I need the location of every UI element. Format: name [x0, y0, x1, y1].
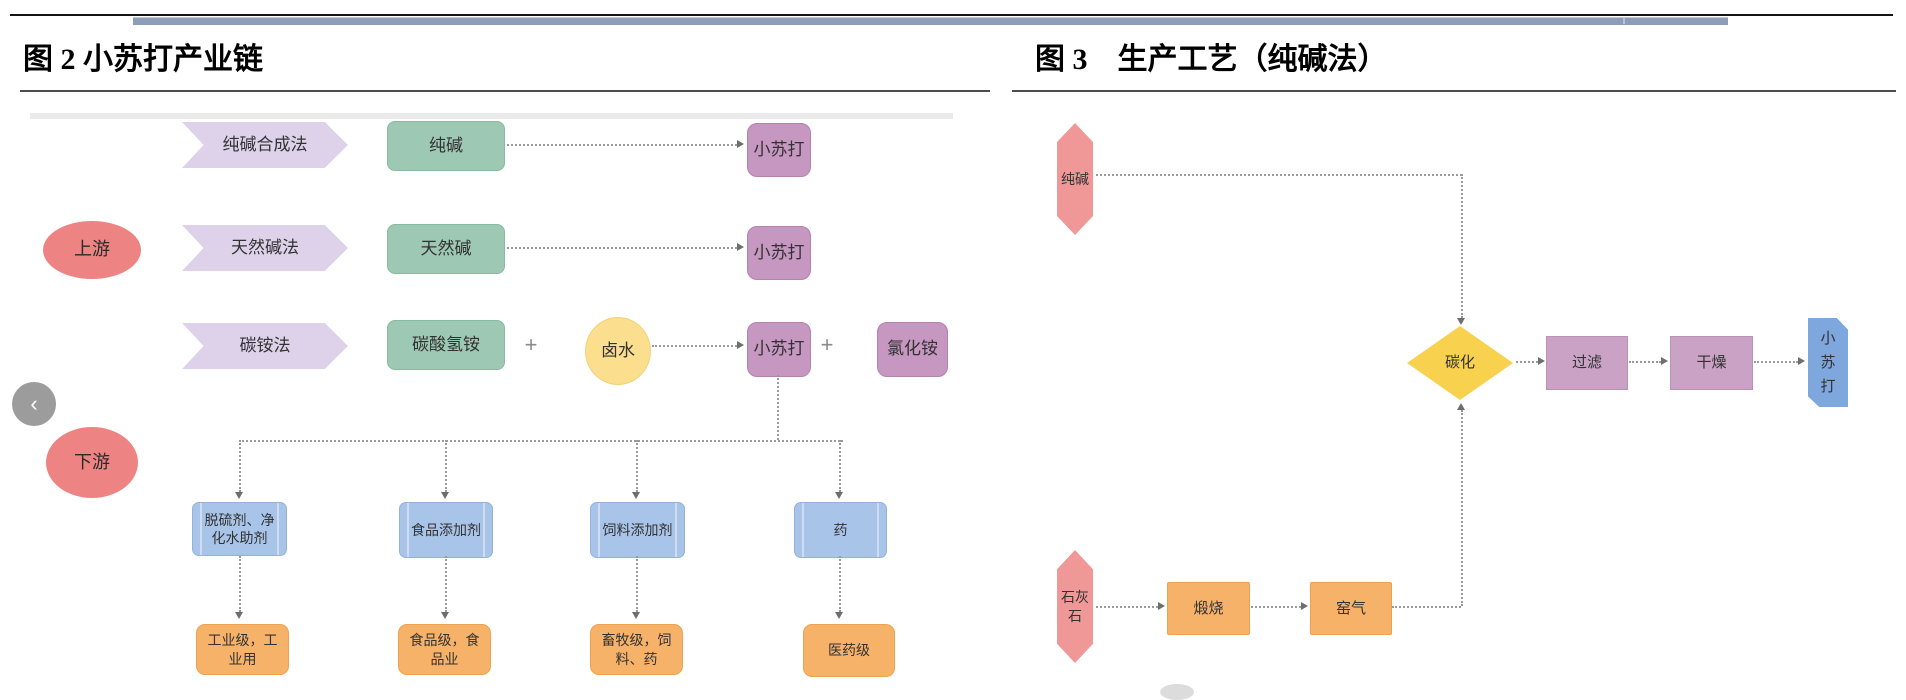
- connector-distribution-horizontal: [239, 440, 843, 442]
- connector-kilngas-right: [1392, 606, 1461, 608]
- plus-sign: +: [524, 332, 538, 357]
- arrowhead-up-icon: [1457, 403, 1465, 410]
- connector-dry-product: [1754, 361, 1798, 363]
- page-dot-partial: [1160, 684, 1194, 700]
- connector-calcination-kilngas: [1251, 606, 1301, 608]
- node-product-row1: 小苏打: [747, 123, 811, 177]
- fig3-title-underline: [1012, 90, 1896, 92]
- fig2-title-underline: [20, 90, 990, 92]
- node-input-soda-ash: 纯碱: [387, 121, 505, 171]
- node-product-row3: 小苏打: [747, 322, 811, 377]
- connector-drop-1: [239, 440, 241, 492]
- connector-soda-to-product: [507, 144, 737, 146]
- node-application-desulfurizer: 脱硫剂、净化水助剂: [192, 502, 287, 556]
- arrowhead-down-icon: [632, 492, 640, 499]
- arrowhead-down-icon: [235, 612, 243, 619]
- node-soda-ash-material: 纯碱: [1057, 123, 1093, 235]
- connector-grade-4: [839, 556, 841, 612]
- top-scroll-bar-divider: [1623, 17, 1625, 24]
- connector-kilngas-up: [1461, 410, 1463, 606]
- arrowhead-down-icon: [441, 492, 449, 499]
- node-input-natural-alkali: 天然碱: [387, 224, 505, 274]
- node-application-food-additive: 食品添加剂: [399, 502, 493, 558]
- arrowhead-right-icon: [1661, 357, 1668, 365]
- connector-drop-2: [445, 440, 447, 492]
- node-calcination: 煅烧: [1167, 582, 1250, 635]
- connector-filter-dry: [1629, 361, 1661, 363]
- fig3-title: 图 3 生产工艺（纯碱法）: [1035, 43, 1388, 76]
- arrowhead-down-icon: [835, 612, 843, 619]
- node-grade-livestock: 畜牧级，饲料、药: [590, 624, 683, 675]
- node-upstream: 上游: [43, 221, 141, 279]
- chevron-left-icon: ‹: [30, 391, 38, 416]
- node-filtration: 过滤: [1546, 336, 1628, 390]
- soda-ash-label: 纯碱: [1061, 170, 1089, 187]
- connector-brine-to-product: [652, 345, 737, 347]
- node-grade-industrial: 工业级，工业用: [196, 624, 289, 675]
- node-byproduct-ammonium-chloride: 氯化铵: [877, 322, 948, 377]
- arrowhead-right-icon: [1158, 602, 1165, 610]
- node-application-medicine: 药: [794, 502, 887, 558]
- top-scroll-bar[interactable]: [133, 17, 1728, 25]
- product-card-label: 小苏打: [1820, 329, 1836, 395]
- arrowhead-right-icon: [737, 140, 744, 148]
- fig2-gray-band: [30, 113, 953, 119]
- fig2-title: 图 2 小苏打产业链: [23, 43, 263, 76]
- node-brine: 卤水: [585, 317, 651, 385]
- arrowhead-right-icon: [737, 341, 744, 349]
- node-grade-pharma: 医药级: [803, 624, 895, 677]
- arrowhead-down-icon: [835, 492, 843, 499]
- node-product-row2: 小苏打: [747, 226, 811, 280]
- node-drying: 干燥: [1670, 336, 1753, 390]
- node-grade-food: 食品级，食品业: [398, 624, 491, 675]
- node-method-ammonium-carbonate: 碳铵法: [182, 323, 348, 369]
- node-product-card: 小苏打: [1808, 318, 1848, 407]
- node-kiln-gas: 窑气: [1310, 582, 1392, 635]
- plus-sign: +: [820, 332, 834, 357]
- node-carbonation: 碳化: [1407, 326, 1513, 400]
- connector-carbonation-filter: [1516, 361, 1538, 363]
- arrowhead-down-icon: [235, 492, 243, 499]
- node-method-natural-alkali: 天然碱法: [182, 225, 348, 271]
- node-input-ammonium-bicarbonate: 碳酸氢铵: [387, 320, 505, 370]
- arrowhead-right-icon: [1538, 357, 1545, 365]
- top-border-line: [10, 14, 1893, 16]
- node-downstream: 下游: [46, 427, 138, 498]
- arrowhead-right-icon: [737, 243, 744, 251]
- arrowhead-right-icon: [1301, 602, 1308, 610]
- connector-grade-3: [636, 556, 638, 612]
- connector-soda-down: [1461, 174, 1463, 318]
- carousel-prev-button[interactable]: ‹: [12, 382, 56, 426]
- connector-limestone-calcination: [1096, 606, 1158, 608]
- connector-product-down: [777, 375, 779, 440]
- arrowhead-down-icon: [1457, 318, 1465, 325]
- node-method-soda-synthesis: 纯碱合成法: [182, 122, 348, 168]
- connector-drop-4: [839, 440, 841, 492]
- connector-soda-right: [1096, 174, 1462, 176]
- connector-grade-1: [239, 556, 241, 612]
- connector-natural-to-product: [507, 247, 737, 249]
- node-limestone: 石灰石: [1057, 550, 1093, 663]
- arrowhead-down-icon: [441, 612, 449, 619]
- connector-grade-2: [445, 556, 447, 612]
- connector-drop-3: [636, 440, 638, 492]
- node-application-feed-additive: 饲料添加剂: [590, 502, 685, 558]
- arrowhead-down-icon: [632, 612, 640, 619]
- arrowhead-right-icon: [1798, 357, 1805, 365]
